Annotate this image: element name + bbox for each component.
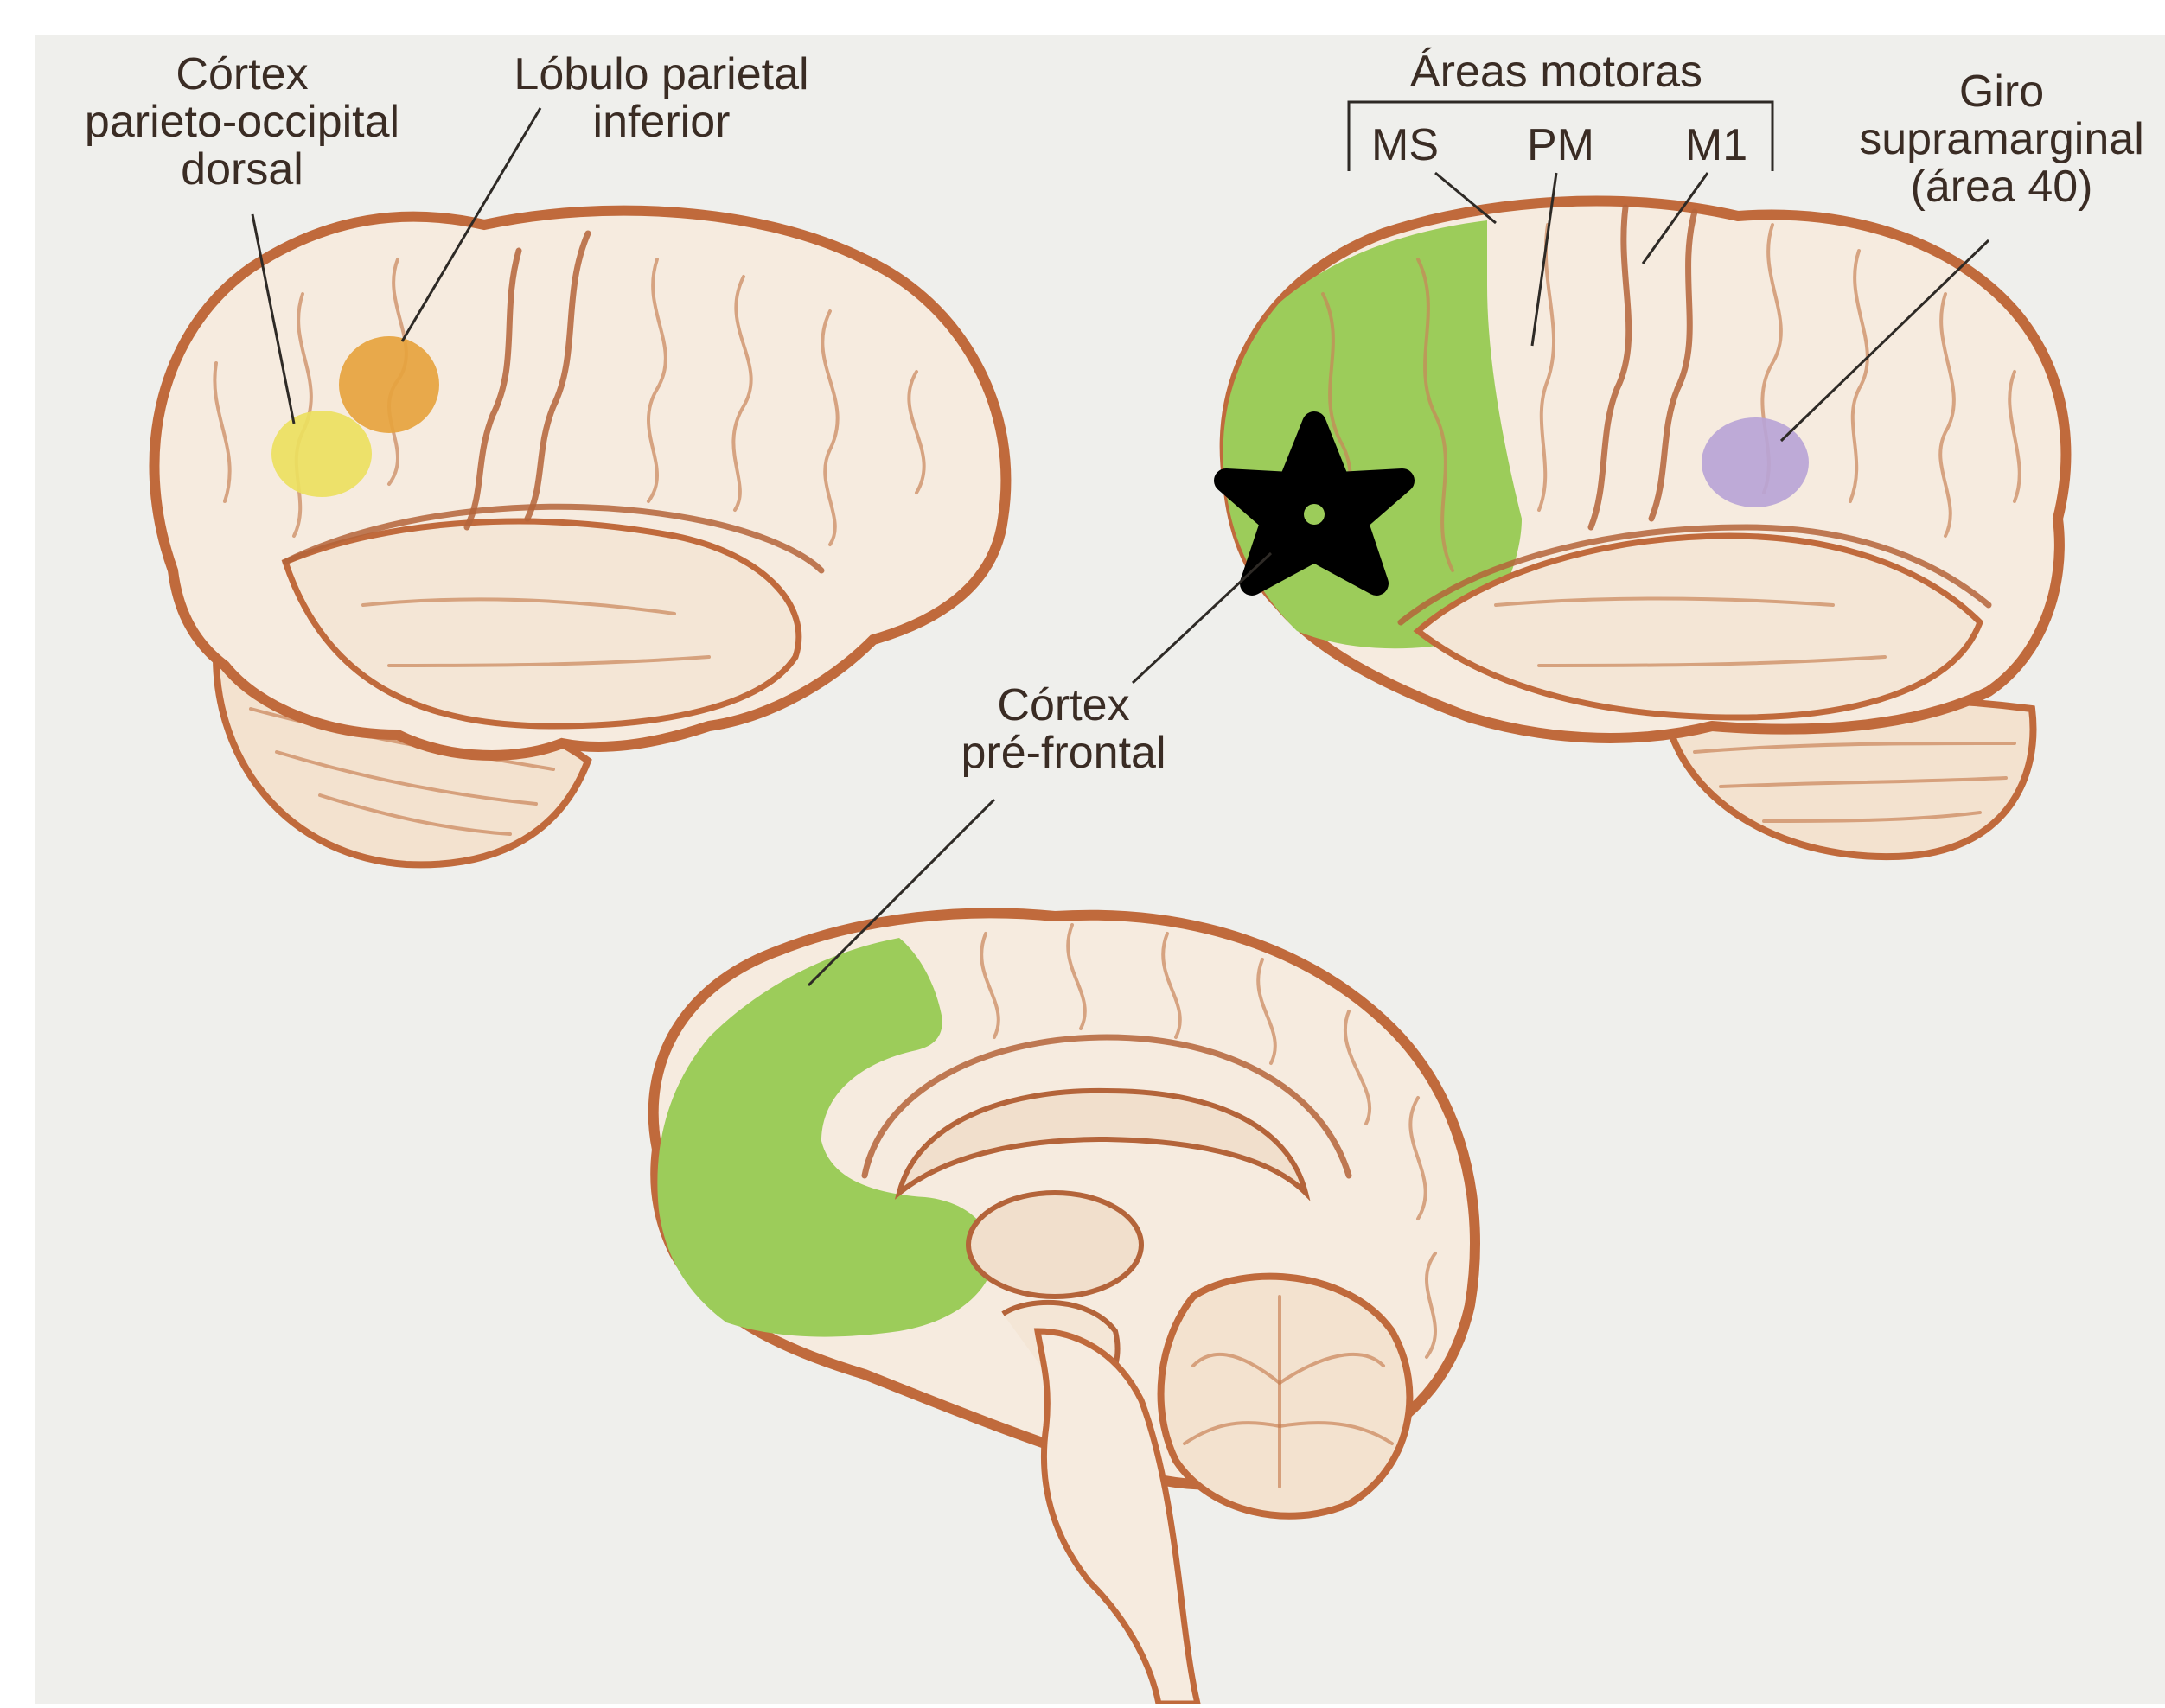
thalamus xyxy=(968,1193,1141,1297)
star-center-dot xyxy=(1304,504,1325,525)
label-ms: MS xyxy=(1371,120,1439,170)
label-cortex-po-dorsal-line2: parieto-occipital xyxy=(85,97,399,147)
label-giro-supramarginal-line3: (área 40) xyxy=(1911,162,2093,212)
label-pm: PM xyxy=(1527,120,1594,170)
label-areas-motoras: Áreas motoras xyxy=(1410,47,1702,97)
label-m1: M1 xyxy=(1685,120,1747,170)
label-cortex-prefrontal-line1: Córtex xyxy=(997,680,1129,730)
label-cortex-po-dorsal-line3: dorsal xyxy=(181,144,303,194)
inferior-parietal-lobule-region xyxy=(339,336,439,433)
label-giro-supramarginal-line1: Giro xyxy=(1959,67,2044,117)
medial-cerebellum xyxy=(1161,1277,1410,1516)
label-lobulo-parietal-line1: Lóbulo parietal xyxy=(514,49,808,99)
label-lobulo-parietal-line2: inferior xyxy=(593,97,731,147)
label-cortex-prefrontal-line2: pré-frontal xyxy=(961,728,1166,778)
dorsal-parieto-occipital-region xyxy=(271,411,372,497)
label-giro-supramarginal-line2: supramarginal xyxy=(1859,114,2144,164)
label-cortex-po-dorsal-line1: Córtex xyxy=(176,49,308,99)
